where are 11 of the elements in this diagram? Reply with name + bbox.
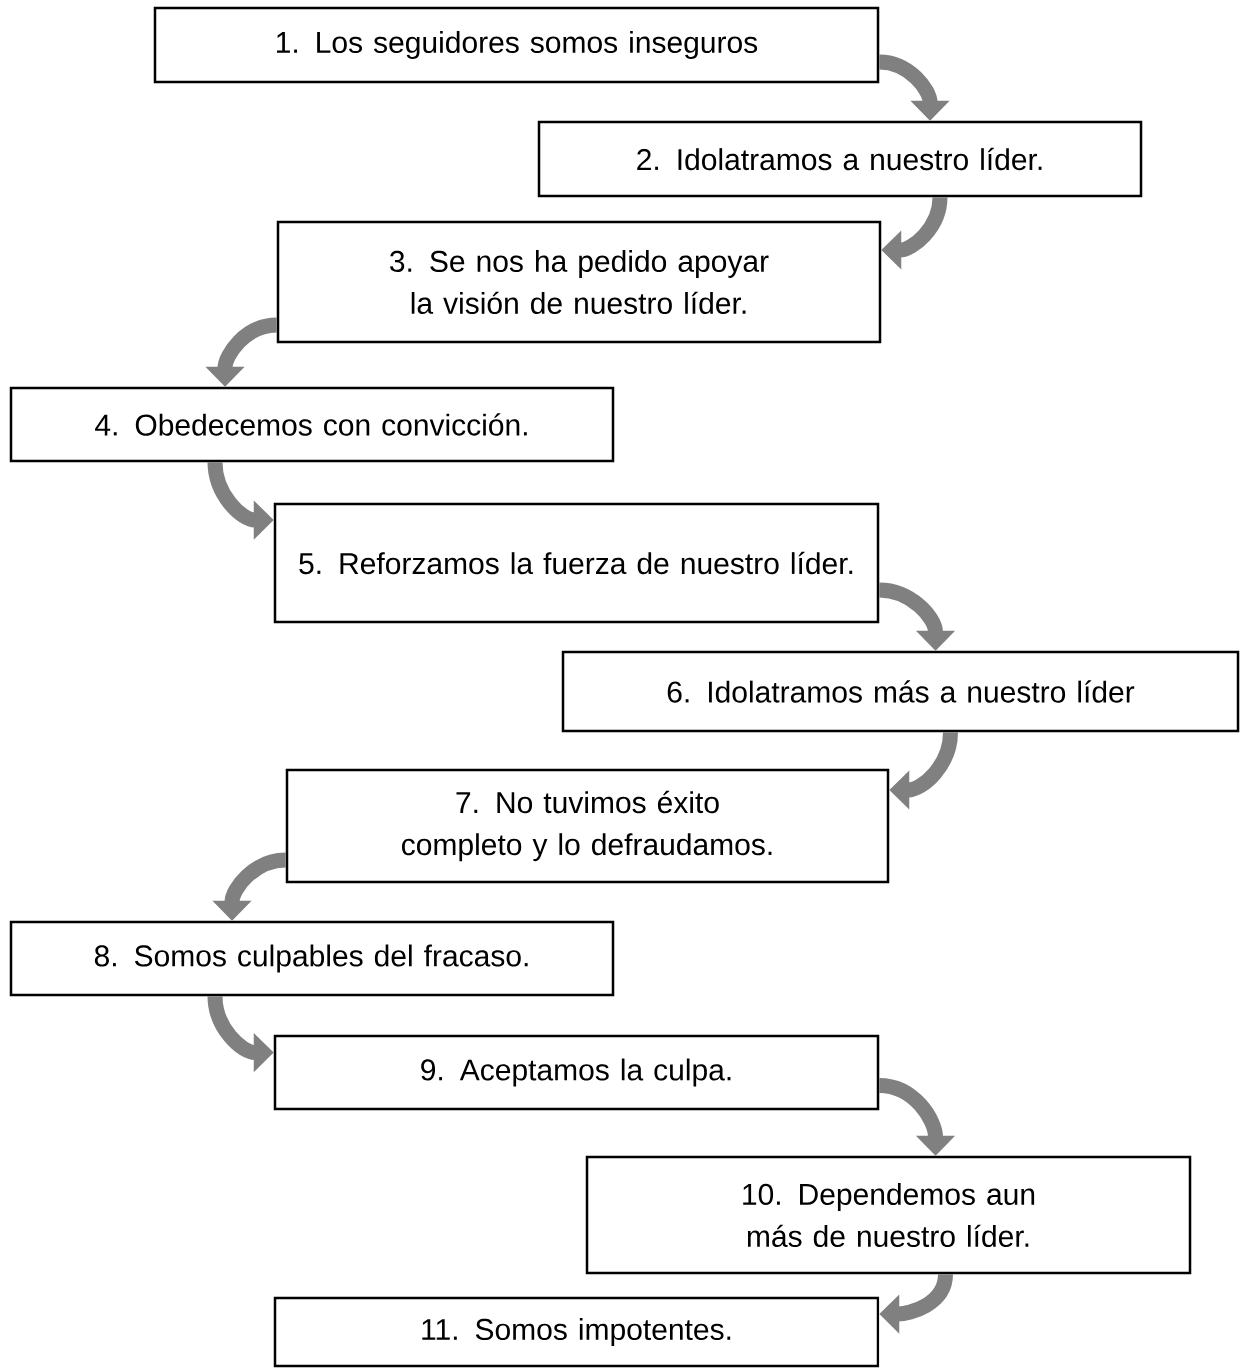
process-box: 8. Somos culpables del fracaso. <box>9 920 615 997</box>
process-box: 9. Aceptamos la culpa. <box>273 1034 880 1111</box>
process-box: 6. Idolatramos más a nuestro líder <box>561 650 1240 733</box>
process-box: 5. Reforzamos la fuerza de nuestro líder. <box>273 502 880 624</box>
process-box: 3. Se nos ha pedido apoyar la visión de nuestro líder. <box>276 220 882 344</box>
process-box: 10. Dependemos aun más de nuestro líder. <box>585 1155 1192 1275</box>
process-box: 1. Los seguidores somos inseguros <box>153 6 880 84</box>
process-box: 2. Idolatramos a nuestro líder. <box>537 120 1143 198</box>
process-box: 4. Obedecemos con convicción. <box>9 386 615 463</box>
process-box: 11. Somos impotentes. <box>273 1296 880 1368</box>
process-box: 7. No tuvimos éxito completo y lo defraudamos. <box>285 768 890 884</box>
